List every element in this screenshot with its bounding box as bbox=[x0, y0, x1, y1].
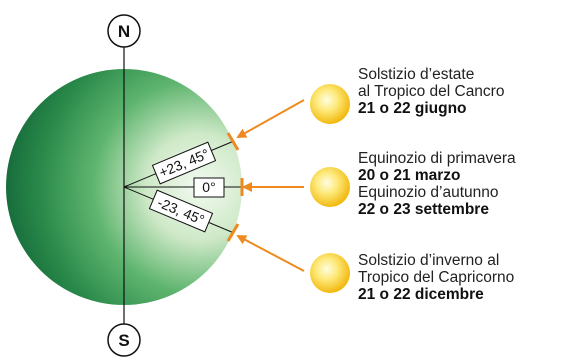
caption-summer-solstice: Solstizio d’estate al Tropico del Cancro… bbox=[358, 66, 504, 117]
caption-equinox-date1: 20 o 21 marzo bbox=[358, 167, 461, 184]
caption-winter-line1: Solstizio d’inverno al bbox=[358, 252, 500, 269]
south-pole-label: S bbox=[118, 331, 129, 350]
caption-winter-solstice: Solstizio d’inverno al Tropico del Capri… bbox=[358, 252, 514, 303]
caption-equinox: Equinozio di primavera 20 o 21 marzo Equ… bbox=[358, 150, 516, 218]
label-equator-text: 0° bbox=[202, 179, 215, 195]
sun-summer bbox=[310, 84, 350, 124]
caption-summer-date: 21 o 22 giugno bbox=[358, 100, 467, 117]
north-pole-label: N bbox=[118, 22, 130, 41]
caption-equinox-line2: Equinozio d’autunno bbox=[358, 184, 499, 201]
sun-equinox bbox=[310, 167, 350, 207]
caption-equinox-date2: 22 o 23 settembre bbox=[358, 201, 489, 218]
arrow-summer bbox=[236, 99, 305, 138]
sun-winter bbox=[310, 253, 350, 293]
tick-north-tropic bbox=[226, 132, 240, 151]
north-pole-badge: N bbox=[107, 14, 141, 48]
caption-winter-line2: Tropico del Capricorno bbox=[358, 269, 515, 286]
caption-winter-date: 21 o 22 dicembre bbox=[358, 286, 484, 303]
label-equator: 0° bbox=[193, 177, 225, 198]
arrow-winter bbox=[236, 235, 305, 272]
caption-summer-line1: Solstizio d’estate bbox=[358, 66, 475, 83]
caption-summer-line2: al Tropico del Cancro bbox=[358, 83, 505, 100]
south-pole-badge: S bbox=[107, 323, 141, 357]
caption-equinox-line1: Equinozio di primavera bbox=[358, 150, 516, 167]
tick-south-tropic bbox=[226, 223, 240, 242]
